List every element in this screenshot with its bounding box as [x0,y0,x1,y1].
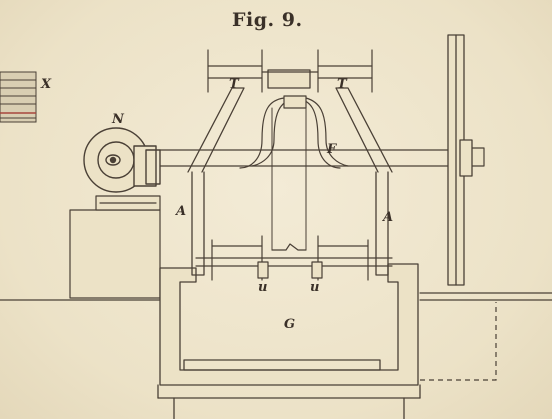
label-x: X [41,77,52,92]
drain-pipe [420,302,497,381]
figure-title: Fig. 9. [232,9,303,31]
ground-line [0,292,552,301]
guide-rods [271,107,307,251]
label-g: G [284,317,296,332]
label-n: N [112,112,124,127]
tank-g [157,263,421,419]
label-a-right: A [383,210,394,225]
pedestal-block [69,195,161,299]
curved-arms [239,95,349,169]
label-t-left: T [229,77,239,92]
pulley-n [83,127,161,193]
rail-stub-x [0,71,37,123]
label-t-right: T [337,77,347,92]
frame-legs [187,69,393,276]
label-a-left: A [176,204,187,219]
label-u-left: u [258,280,268,295]
label-f: F [327,142,337,157]
top-spindles [207,49,373,93]
label-u-right: u [310,280,320,295]
flywheel [447,34,473,286]
lower-spindles [195,235,393,281]
